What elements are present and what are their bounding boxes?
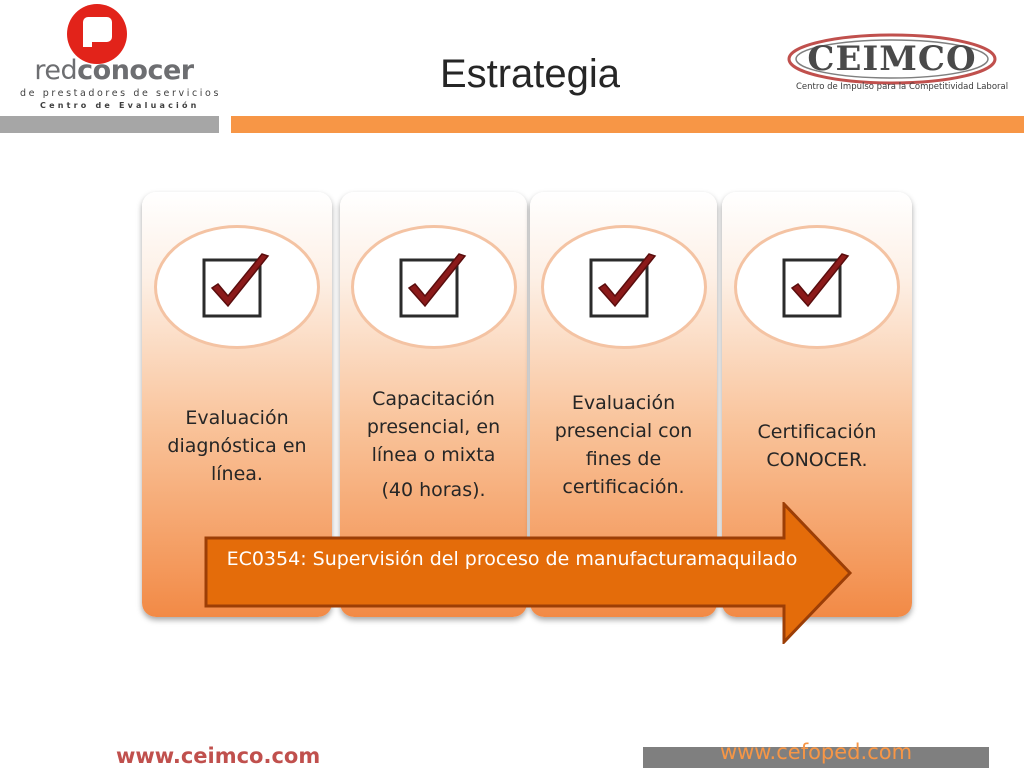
page-title: Estrategia — [439, 52, 621, 96]
checkbox-checked-icon — [399, 253, 466, 318]
step-label-text: Capacitación presencial, en línea o mixt… — [366, 388, 501, 466]
ceimco-logo: CEIMCO Centro de Impulso para la Competi… — [786, 30, 1009, 96]
step-label: Certificación CONOCER. — [736, 418, 898, 474]
standard-arrow-label: EC0354: Supervisión del proceso de manuf… — [226, 548, 798, 570]
redconocer-logo: redconocer de prestadores de servicios C… — [0, 0, 230, 132]
step-label-text: Evaluación diagnóstica en línea. — [167, 407, 307, 485]
ceimco-wordmark: CEIMCO — [807, 39, 977, 79]
header-gray-bar — [0, 116, 219, 133]
redconocer-tagline: de prestadores de servicios — [20, 88, 221, 99]
step-label: Evaluación diagnóstica en línea. — [156, 404, 318, 488]
brand-red-text: red — [34, 55, 78, 86]
footer-right-bar — [643, 747, 989, 768]
standard-arrow — [204, 502, 853, 644]
step-sublabel-text: (40 horas). — [381, 479, 486, 501]
step-label-text: Certificación CONOCER. — [757, 421, 877, 471]
header-orange-bar — [231, 116, 1024, 133]
step-label-text: Evaluación presencial con fines de certi… — [554, 392, 693, 498]
redconocer-subtagline: Centro de Evaluación — [40, 101, 200, 110]
step-label: Capacitación presencial, en línea o mixt… — [354, 385, 513, 504]
footer-link-cefoped[interactable]: www.cefoped.com — [719, 740, 913, 764]
step-circle — [154, 225, 320, 349]
ceimco-tagline: Centro de Impulso para la Competitividad… — [796, 82, 1009, 92]
redconocer-badge-icon — [67, 4, 127, 64]
ceimco-swoosh-icon — [787, 33, 997, 85]
step-label: Evaluación presencial con fines de certi… — [544, 389, 703, 501]
checkbox-checked-icon — [782, 253, 850, 318]
brand-conocer-text: conocer — [77, 55, 194, 86]
checkbox-checked-icon — [202, 253, 270, 318]
redconocer-wordmark: redconocer — [14, 54, 214, 88]
checkbox-checked-icon — [589, 253, 656, 318]
footer-link-ceimco[interactable]: www.ceimco.com — [116, 744, 321, 768]
